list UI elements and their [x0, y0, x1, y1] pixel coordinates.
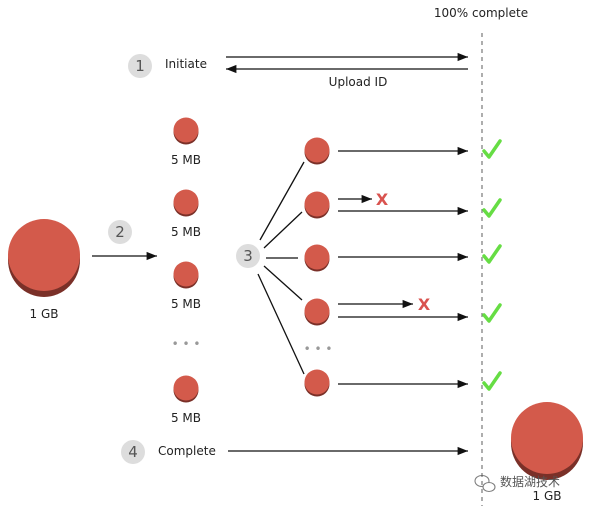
check-icon — [482, 303, 502, 323]
part-1-size-label: 5 MB — [171, 153, 201, 167]
check-icon — [482, 371, 502, 391]
parts-ellipsis: • • • — [172, 337, 201, 351]
wechat-icon — [474, 474, 496, 493]
fanout-line-4 — [263, 265, 303, 301]
part-2 — [173, 189, 199, 217]
progress-label: 100% complete — [434, 6, 528, 20]
fail-mark-2: X — [418, 295, 431, 314]
watermark-text: 数据湖技术 — [500, 474, 560, 489]
upload-part-2 — [304, 191, 330, 219]
step-2-badge — [108, 220, 132, 244]
step-1-number: 1 — [135, 57, 145, 75]
fanout-line-1 — [259, 161, 305, 241]
upload-part-3 — [304, 244, 330, 272]
part-3-size-label: 5 MB — [171, 297, 201, 311]
fanout-line-5 — [257, 273, 305, 375]
upload-part-1 — [304, 137, 330, 165]
upload-parts-ellipsis: • • • — [304, 342, 333, 356]
step-3-number: 3 — [243, 247, 253, 265]
part-1 — [173, 117, 199, 145]
part-n-size-label: 5 MB — [171, 411, 201, 425]
fail-mark-1: X — [376, 190, 389, 209]
upload-id-label: Upload ID — [329, 75, 388, 89]
step-4-number: 4 — [128, 443, 138, 461]
check-icon — [482, 244, 502, 264]
source-size-label: 1 GB — [30, 307, 59, 321]
step-4-badge — [121, 440, 145, 464]
upload-part-n — [304, 369, 330, 397]
step-1-badge — [128, 54, 152, 78]
step-2-number: 2 — [115, 223, 125, 241]
result-size-label: 1 GB — [533, 489, 562, 503]
check-icon — [482, 139, 502, 159]
source-object — [8, 219, 80, 291]
step-3-badge — [236, 244, 260, 268]
part-2-size-label: 5 MB — [171, 225, 201, 239]
check-icon — [482, 198, 502, 218]
complete-label: Complete — [158, 444, 216, 458]
upload-part-4 — [304, 298, 330, 326]
fanout-line-2 — [263, 211, 303, 249]
initiate-label: Initiate — [165, 57, 207, 71]
part-3 — [173, 261, 199, 289]
result-object — [511, 402, 583, 474]
part-n — [173, 375, 199, 403]
